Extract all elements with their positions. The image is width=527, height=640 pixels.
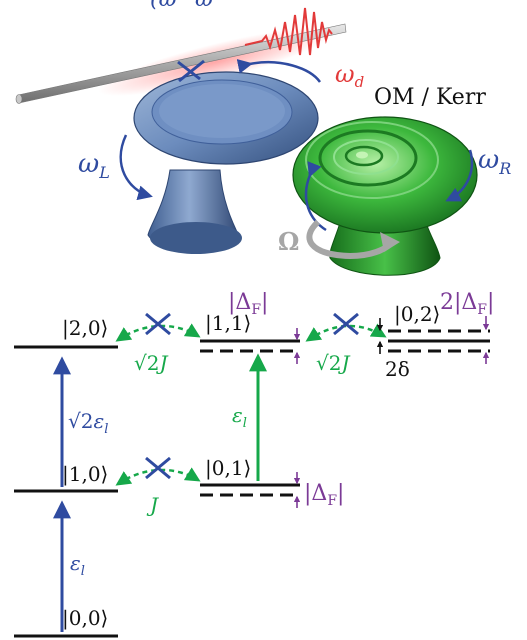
fiber-coupling-cross-icon: [177, 59, 205, 83]
rotation-arrow-icon: [306, 219, 395, 260]
rotation-label: Ω: [278, 227, 299, 256]
level-11-label: |1,1⟩: [205, 311, 251, 336]
eps-mid-label: √2εl: [68, 409, 108, 437]
drive-pulse-icon: [244, 7, 333, 56]
coupling-arrow-20-11: [115, 323, 201, 342]
level-00-label: |0,0⟩: [62, 606, 108, 631]
omega-r-arrow-icon: [445, 149, 474, 202]
delta-f-top-label: |ΔF|: [228, 290, 268, 318]
two-delta-f-label: 2|ΔF|: [440, 290, 494, 318]
j-label: J: [146, 493, 159, 517]
level-01-label: |0,1⟩: [205, 456, 251, 481]
coupling-blue-arrow-icon: [304, 161, 327, 232]
level-02-label: |0,2⟩: [394, 302, 440, 327]
omega-d-label: ωd: [335, 60, 364, 91]
two-delta-label: 2δ: [385, 357, 410, 381]
omega-r-label: ωR: [478, 145, 511, 178]
top-blue-arrow-icon: [236, 58, 322, 83]
sqrt2j-left-label: √2J: [134, 351, 168, 375]
blue-resonator: [133, 71, 319, 254]
eps-low-label: εl: [70, 551, 85, 579]
om-kerr-label: OM / Kerr: [374, 85, 486, 110]
cross-20-11-icon: [145, 312, 171, 336]
cross-11-02-icon: [333, 312, 359, 336]
omega-l-arrow-icon: [119, 134, 153, 201]
cut-formula: (ω−ω: [150, 0, 213, 12]
level-10-label: |1,0⟩: [62, 462, 108, 487]
level-20-label: |2,0⟩: [62, 316, 108, 341]
coupling-arrow-10-01: [115, 467, 201, 486]
delta-f-bottom-label: |ΔF|: [304, 481, 344, 509]
sqrt2j-right-label: √2J: [316, 351, 350, 375]
rotation-arrowhead-icon: [380, 232, 400, 252]
cross-10-01-icon: [145, 456, 171, 480]
coupling-arrow-11-02: [305, 323, 387, 342]
eps-green-label: εl: [232, 403, 247, 431]
omega-l-label: ωL: [78, 149, 110, 182]
